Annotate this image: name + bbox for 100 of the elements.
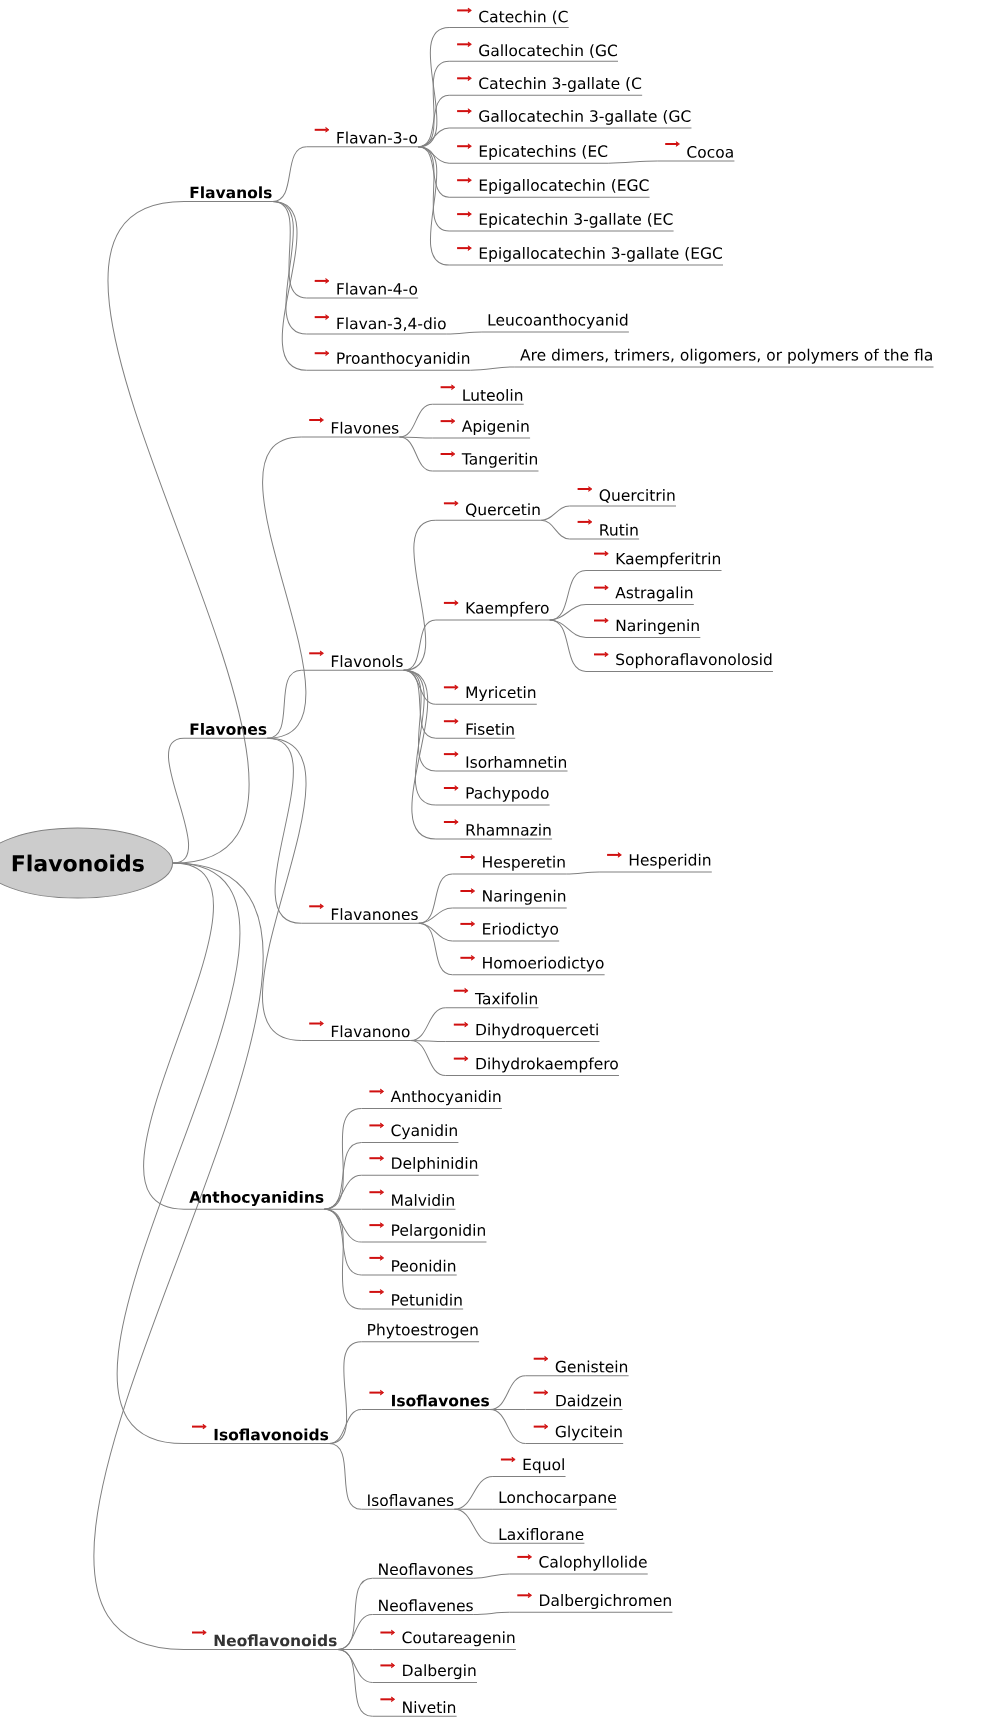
topic-label: Kaempfero [435, 601, 551, 621]
topic-label: Pelargonidin [360, 1223, 487, 1243]
connector [470, 366, 516, 371]
topic-label: Flavan-4-o [306, 282, 419, 299]
topic-label: Kaempferitrin [585, 552, 722, 572]
topic-label: Quercetin [435, 503, 542, 521]
connector [337, 1577, 373, 1650]
topic-label: Taxifolin [445, 992, 539, 1009]
topic-label: Cocoa [656, 146, 735, 162]
topic-label: Malvidin [360, 1194, 456, 1210]
topic-label: Cyanidin [360, 1124, 459, 1143]
topic-label: Flavones [300, 421, 400, 438]
topic-label: Peonidin [360, 1259, 458, 1276]
connector [398, 436, 434, 439]
topic-label: Flavanones [300, 908, 420, 924]
topic-label: Leucoanthocyanid [481, 313, 630, 333]
topic-label: Isoflavones [360, 1394, 491, 1411]
topic-label: Neoflavonoids [183, 1634, 339, 1650]
connector [549, 604, 587, 621]
topic-label: Laxiflorane [492, 1528, 585, 1544]
topic-label: Proanthocyanidin [306, 352, 472, 371]
topic-label: Naringenin [451, 889, 568, 909]
topic-label: Equol [492, 1458, 567, 1477]
topic-label: Calophyllolide [508, 1555, 649, 1575]
topic-label: Neoflavenes [371, 1599, 475, 1615]
connector [549, 619, 587, 672]
connector [453, 1508, 494, 1544]
topic-label: Pachypodo [435, 786, 551, 806]
topic-label: Dalbergichromen [508, 1594, 673, 1613]
connector [272, 146, 308, 202]
topic-label: Catechin (C [448, 10, 570, 28]
topic-label: Dihydrokaempfero [445, 1057, 620, 1077]
topic-label: Catechin 3-gallate (C [448, 77, 643, 96]
topic-label: Flavan-3,4-dio [306, 317, 448, 335]
topic-label: Isoflavanes [360, 1494, 455, 1510]
connector [446, 331, 483, 335]
connector [337, 1649, 373, 1717]
topic-label: Rutin [569, 523, 640, 540]
connector [117, 862, 240, 1445]
connector [143, 862, 214, 1210]
topic-label: Apigenin [432, 419, 531, 439]
connector [323, 1208, 362, 1310]
topic-label: Flavanols [183, 186, 274, 202]
connector [473, 1573, 510, 1579]
topic-label: Homoeriodictyo [451, 956, 606, 976]
connector [108, 201, 249, 864]
topic-label: Luteolin [432, 389, 525, 405]
topic-label: Naringenin [585, 619, 701, 638]
connector [410, 1040, 447, 1077]
topic-label: Neoflavones [371, 1563, 475, 1579]
connector [565, 871, 600, 875]
topic-label: Nivetin [371, 1701, 458, 1717]
topic-label: Anthocyanidins [183, 1190, 325, 1210]
topic-label: Epicatechins (EC [448, 145, 609, 164]
topic-label: Isorhamnetin [435, 755, 568, 772]
topic-label: Are dimers, trimers, oligomers, or polymers of the fla [514, 348, 934, 368]
topic-label: Flavanono [300, 1025, 412, 1041]
connector [262, 436, 307, 739]
topic-label: Isoflavonoids [183, 1428, 330, 1445]
connector [272, 201, 308, 371]
connector [540, 519, 571, 540]
connector [489, 1409, 527, 1445]
connector [418, 907, 453, 924]
topic-label: Flavonols [300, 655, 405, 671]
topic-label: Flavones [183, 723, 268, 739]
topic-label: Delphinidin [360, 1157, 480, 1176]
connector [328, 1443, 362, 1510]
topic-label: Fisetin [435, 723, 516, 739]
connector [473, 1611, 510, 1615]
connector [403, 619, 437, 671]
connector [453, 1476, 494, 1510]
topic-label: Anthocyanidin [360, 1090, 503, 1109]
connector [266, 669, 302, 739]
topic-label: Epigallocatechin (EGC [448, 179, 651, 198]
connector [540, 505, 571, 521]
topic-label: Tangeritin [432, 452, 539, 472]
topic-label: Dihydroquerceti [445, 1023, 600, 1043]
topic-label: Lonchocarpane [492, 1491, 618, 1510]
connector [417, 146, 450, 198]
connector [168, 737, 190, 864]
topic-label: Petunidin [360, 1293, 464, 1310]
topic-label: Flavan-3-o [306, 131, 419, 148]
topic-label: Hesperetin [451, 855, 567, 875]
connector [398, 436, 434, 472]
topic-label: Myricetin [435, 686, 538, 705]
connector [323, 1174, 362, 1210]
connector [95, 862, 262, 1650]
topic-label: Epicatechin 3-gallate (EC [448, 212, 675, 232]
connector [403, 669, 437, 840]
topic-label: Dalbergin [371, 1664, 478, 1683]
topic-label: Daidzein [525, 1394, 623, 1411]
topic-label: Gallocatechin (GC [448, 44, 619, 62]
connector [607, 160, 658, 164]
topic-label: Coutareagenin [371, 1631, 517, 1650]
topic-label: Eriodictyo [451, 922, 560, 942]
topic-label: Quercitrin [569, 489, 677, 507]
topic-label: Rhamnazin [435, 823, 553, 840]
connector [262, 737, 307, 1041]
connector [418, 922, 453, 976]
topic-label: Gallocatechin 3-gallate (GC [448, 109, 692, 129]
